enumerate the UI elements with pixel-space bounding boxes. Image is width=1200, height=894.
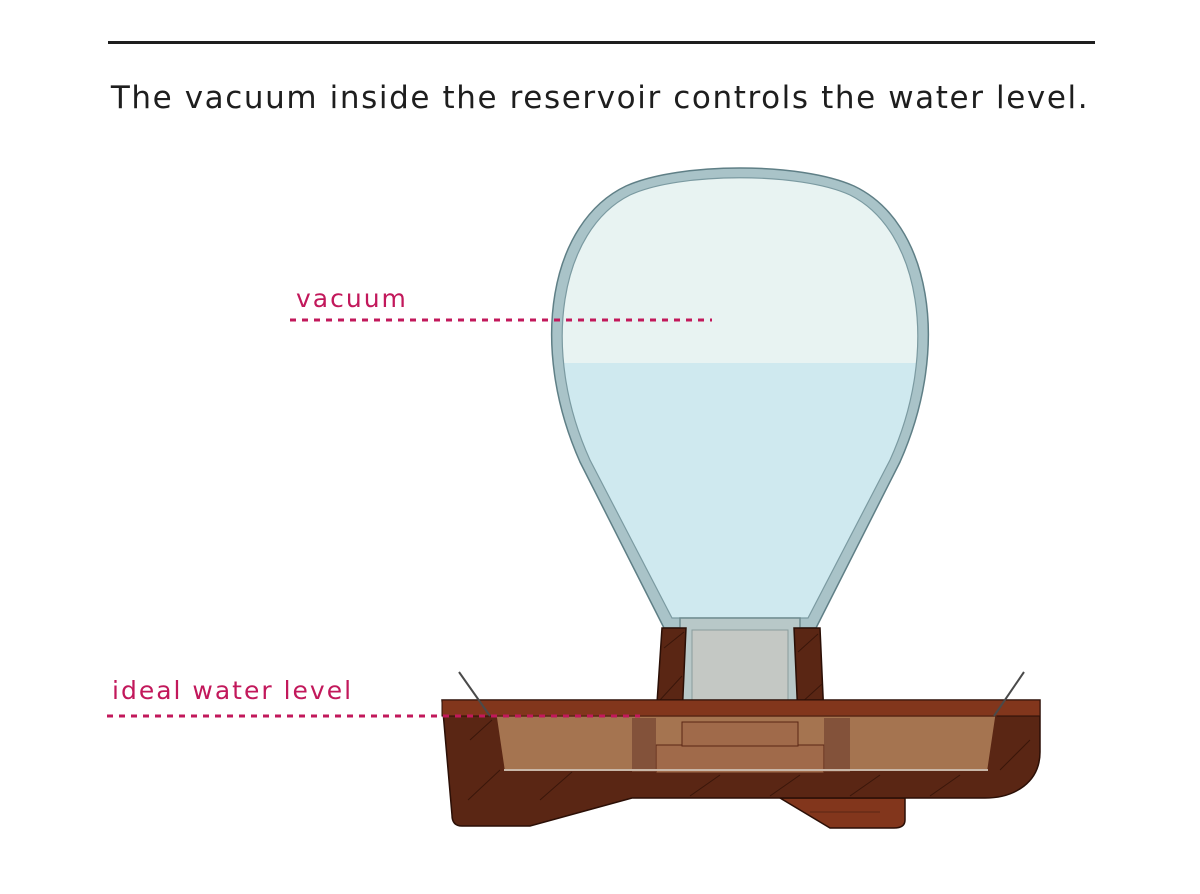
vacuum-label: vacuum [296, 284, 408, 313]
diagram-caption: The vacuum inside the reservoir controls… [110, 80, 1090, 116]
vacuum-space [562, 177, 918, 363]
water-tray [495, 715, 997, 774]
ideal-water-level-label: ideal water level [112, 676, 354, 705]
tray-handles [458, 671, 1025, 717]
top-divider-rule [108, 41, 1095, 44]
reservoir-bulb [550, 167, 930, 629]
